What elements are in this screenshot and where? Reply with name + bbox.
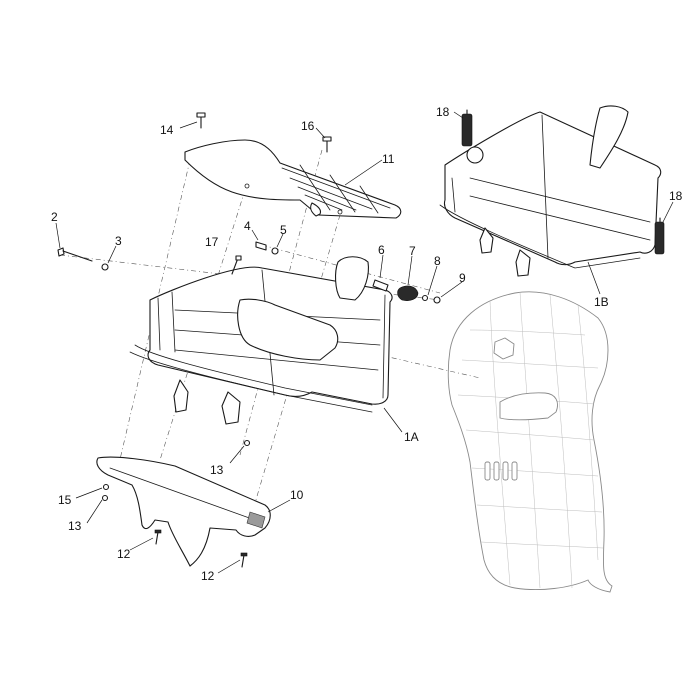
front-basket-rack-1B [439,105,662,277]
callout-14: 14 [160,123,174,137]
callout-9: 9 [459,271,466,285]
hardware [57,109,665,568]
callout-8: 8 [434,254,441,268]
front-basket-rack-1A [129,256,393,425]
washer-15 [102,483,110,491]
bolt-17 [231,255,242,275]
callout-5: 5 [280,223,287,237]
callout-3: 3 [115,234,122,248]
bolt-2 [57,247,93,262]
screw-12-right [240,552,248,568]
callout-15: 15 [58,493,72,507]
nut-9 [433,296,441,304]
bolt-16 [322,136,332,153]
callout-18-right: 18 [669,189,683,203]
reflector-18-left [461,109,473,147]
callout-12-left: 12 [117,547,131,561]
rubber-mount-7 [397,285,419,301]
callout-1A: 1A [404,430,419,444]
nut-3 [101,263,109,271]
pin-6 [372,279,389,292]
callout-13-lower: 13 [68,519,82,533]
callout-1B: 1B [594,295,609,309]
callout-12-right: 12 [201,569,215,583]
screw-12-left [154,529,162,545]
callout-7: 7 [409,244,416,258]
nut-13-lower [101,494,109,502]
washer-8 [421,294,429,302]
callout-2: 2 [51,210,58,224]
top-carrier-rack [184,139,402,219]
lower-cover-10 [96,456,271,567]
callout-11: 11 [382,152,395,166]
callout-13-upper: 13 [210,463,224,477]
callout-18-top: 18 [436,105,450,119]
reflector-18-right [654,217,665,255]
callout-16: 16 [301,119,315,133]
leg-shield [447,291,613,593]
nut-5 [271,247,279,255]
callout-6: 6 [378,243,385,257]
callout-4: 4 [244,219,251,233]
nut-13-upper [243,439,251,447]
spacer-4 [255,241,267,251]
callout-labels: 14 16 11 2 3 4 5 17 6 7 8 9 18 18 1B 1A … [51,105,683,583]
leader-lines [55,111,674,574]
callout-10: 10 [290,488,304,502]
bolt-14 [196,112,206,129]
callout-17: 17 [205,235,219,249]
